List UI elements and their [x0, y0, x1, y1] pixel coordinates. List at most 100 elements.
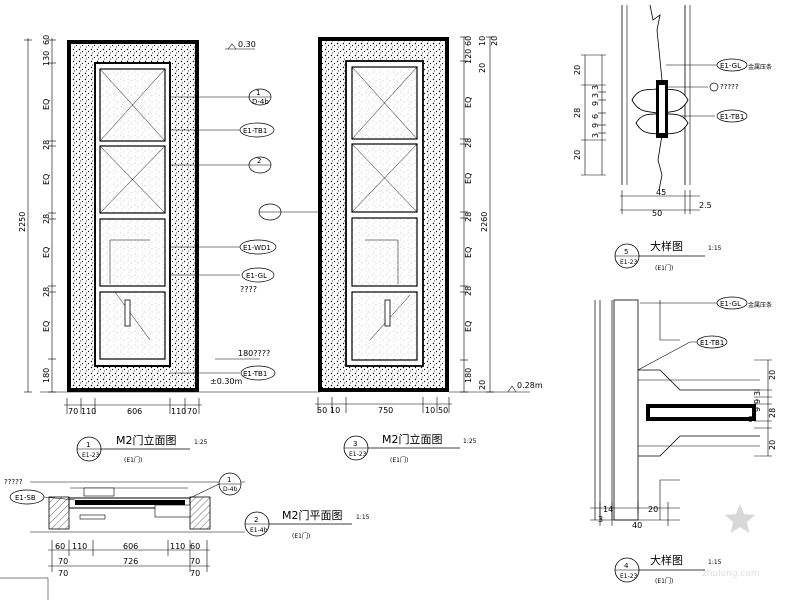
- watermark: zhulong.com: [702, 504, 760, 579]
- plan-wall-left: [48, 496, 70, 530]
- detail-5-dim-chain: [581, 54, 606, 176]
- front-h-dim-9: 180: [42, 368, 51, 383]
- plan-dim-r3-0: 70: [58, 569, 68, 578]
- front-callouts: 1 D-4b E1-TB1 2 E1-WD1 E1-GL ???? 180???…: [238, 88, 318, 381]
- callout-d4b-ref: D-4b: [252, 98, 269, 106]
- plan-title-sheet: E1-4b: [250, 527, 268, 534]
- front-w-dim-2: 606: [127, 407, 142, 416]
- detail-4-bottom-dims: 3 14 20 40: [598, 505, 658, 530]
- callout-2-num: 2: [257, 157, 261, 165]
- svg-text:1: 1: [86, 441, 90, 449]
- detail-4-right-dim-chain: [754, 359, 772, 457]
- back-w-dim-1: 10: [330, 406, 340, 415]
- plan-dim-chain: [48, 540, 210, 572]
- front-180q: 180????: [238, 349, 270, 358]
- detail-5-bottom-dims: [620, 190, 700, 214]
- d5-title: 大样图: [650, 239, 683, 253]
- front-title: M2门立面图: [116, 433, 177, 447]
- back-h-dim-3: EQ: [464, 97, 473, 108]
- tag-wd1: E1-WD1: [243, 244, 271, 252]
- front-w-dim-3: 110: [171, 407, 186, 416]
- detail-4-bottom-dim-chain: [590, 502, 680, 526]
- d5-title-sheet: E1-23: [620, 259, 638, 266]
- d5-bottom-0: 45: [656, 188, 666, 197]
- back-note: (E1门): [390, 456, 408, 464]
- tag-tb1: E1-TB1: [243, 127, 267, 135]
- plan-dims: 60 110 606 110 60 70 726 70 70 70: [55, 542, 200, 578]
- front-q4: ????: [240, 285, 257, 294]
- d4-title-sheet: E1-23: [620, 573, 638, 580]
- d4-tb1-tag: E1-TB1: [700, 339, 724, 347]
- d5-q: ?????: [720, 83, 739, 91]
- tag-gl-oval: [241, 267, 275, 283]
- back-width-dims: 50 10 750 10 50: [317, 406, 448, 415]
- front-door-diagonals: [99, 68, 166, 341]
- d5-gl-note: 金属压条: [748, 63, 772, 71]
- front-scale: 1:25: [194, 439, 208, 446]
- front-width-dims: 70 110 606 110 70: [68, 407, 197, 416]
- detail-5-drawing: [621, 4, 691, 191]
- front-h-dim-1: 130: [42, 51, 51, 66]
- back-height-dims: 60 120 20 EQ 28 EQ 28 EQ 28 EQ 180 20 10…: [464, 36, 499, 390]
- front-w-dim-1: 110: [81, 407, 96, 416]
- back-floor-level-label: 0.28m: [517, 381, 543, 390]
- back-scale: 1:25: [463, 438, 477, 445]
- back-h-dim-7: EQ: [464, 247, 473, 258]
- front-note: (E1门): [124, 456, 142, 464]
- back-title: M2门立面图: [382, 432, 443, 446]
- svg-text:2: 2: [254, 516, 258, 524]
- detail-4-title-block: 4 E1-23 大样图 1:15 (E1门): [614, 553, 722, 585]
- front-total-height: 2250: [18, 212, 27, 232]
- front-top-marker-value: 0.30: [238, 40, 256, 49]
- back-top-dim-0: 10: [478, 36, 487, 46]
- back-top-dim-1: 20: [490, 36, 499, 46]
- back-h-dim-1: 120: [464, 49, 473, 64]
- d4-dim-0: 20: [768, 370, 777, 380]
- d4-bottom-1: 14: [603, 505, 613, 514]
- plan-door-core: [75, 500, 185, 505]
- tag-tb1-low: E1-TB1: [243, 370, 267, 378]
- plan-handle: [79, 514, 106, 520]
- detail-4-right-dims: 20 3 9 9 28 20: [753, 370, 777, 450]
- plan-dim-r2-0: 70: [58, 557, 68, 566]
- back-total-height: 2260: [480, 212, 489, 232]
- back-title-sheet: E1-23: [349, 451, 367, 458]
- back-h-dim-10: 180: [464, 368, 473, 383]
- plan-scale: 1:15: [356, 514, 370, 521]
- d5-dim-5: 6: [591, 114, 600, 119]
- watermark-text: zhulong.com: [702, 569, 760, 579]
- d5-dim-3: 9: [591, 101, 600, 106]
- back-w-dim-0: 50: [317, 406, 327, 415]
- d5-gl-tag: E1-GL: [720, 62, 741, 70]
- front-h-dim-4: EQ: [42, 174, 51, 185]
- back-width-dim-chain: [315, 397, 452, 413]
- detail-5-leaders: E1-GL 金属压条 ????? E1-TB1: [666, 58, 772, 123]
- d5-dim-1: 3: [591, 85, 600, 90]
- d5-note: (E1门): [655, 264, 673, 272]
- d5-scale: 1:15: [708, 245, 722, 252]
- plan-dim-r1-0: 60: [55, 542, 65, 551]
- back-panel-4: [351, 291, 418, 361]
- plan-dim-r1-2: 606: [123, 542, 138, 551]
- d4-bottom-2: 20: [648, 505, 658, 514]
- front-height-dim-chain: [24, 38, 56, 393]
- d4-note: (E1门): [655, 577, 673, 585]
- d5-dim-4: 28: [573, 108, 582, 118]
- plan-note: (E1门): [292, 532, 310, 540]
- front-door-handle: [124, 299, 131, 327]
- d5-tb1-tag: E1-TB1: [720, 113, 744, 121]
- front-h-dim-8: EQ: [42, 321, 51, 332]
- d5-dim-7: 3: [591, 133, 600, 138]
- back-w-dim-3: 10: [425, 406, 435, 415]
- d4-dim-3: 9: [753, 407, 762, 412]
- back-h-dim-4: 28: [464, 138, 473, 148]
- d4-dim-1: 3: [753, 391, 762, 396]
- svg-text:1: 1: [227, 476, 231, 484]
- detail-4-drawing: [594, 299, 760, 521]
- d5-dim-6: 9: [591, 123, 600, 128]
- d4-gl-note: 金属压条: [748, 301, 772, 309]
- d4-gl-tag: E1-GL: [720, 300, 741, 308]
- d4-dim-2: 9: [753, 399, 762, 404]
- d4-dim-4: 28: [768, 408, 777, 418]
- front-panel-3: [99, 218, 166, 287]
